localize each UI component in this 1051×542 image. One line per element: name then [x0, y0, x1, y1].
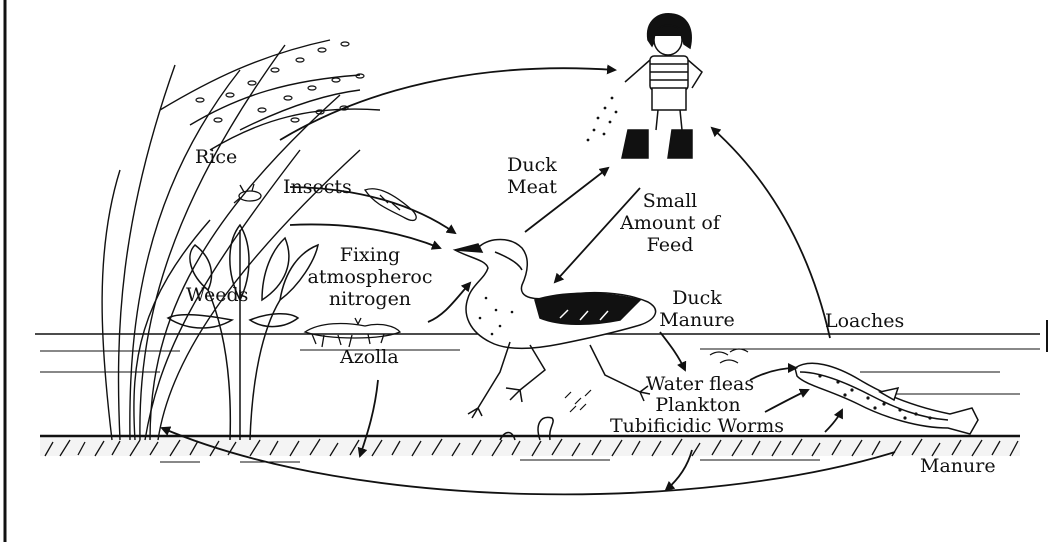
rice-plant-icon: [102, 40, 380, 440]
arrow-fleas-to-loach: [750, 368, 796, 380]
arrow-azolla-to-duck: [428, 283, 470, 322]
duck-icon: [455, 240, 656, 419]
arrow-manure-to-fleas: [660, 332, 685, 370]
loach-fish-icon: [795, 363, 978, 434]
azolla-icon: [305, 318, 400, 347]
tubificidic-worms-label: Tubificidic Worms: [610, 415, 784, 437]
girl-icon: [622, 14, 702, 158]
water-fleas-label: Water fleas: [646, 373, 754, 395]
loaches-label: Loaches: [825, 310, 904, 332]
arrow-plankton-to-loach: [765, 390, 808, 412]
feed-grains: [587, 97, 618, 142]
manure-label: Manure: [920, 455, 996, 477]
rice-label: Rice: [195, 146, 237, 168]
flow-arrows: [162, 68, 895, 494]
weeds-label: Weeds: [186, 284, 248, 306]
weed-plant-icon: [168, 225, 318, 440]
plankton-label: Plankton: [655, 394, 740, 416]
azolla-label: Azolla: [340, 346, 399, 368]
insects-label: Insects: [283, 176, 352, 198]
arrow-worms-to-loach: [825, 410, 842, 432]
